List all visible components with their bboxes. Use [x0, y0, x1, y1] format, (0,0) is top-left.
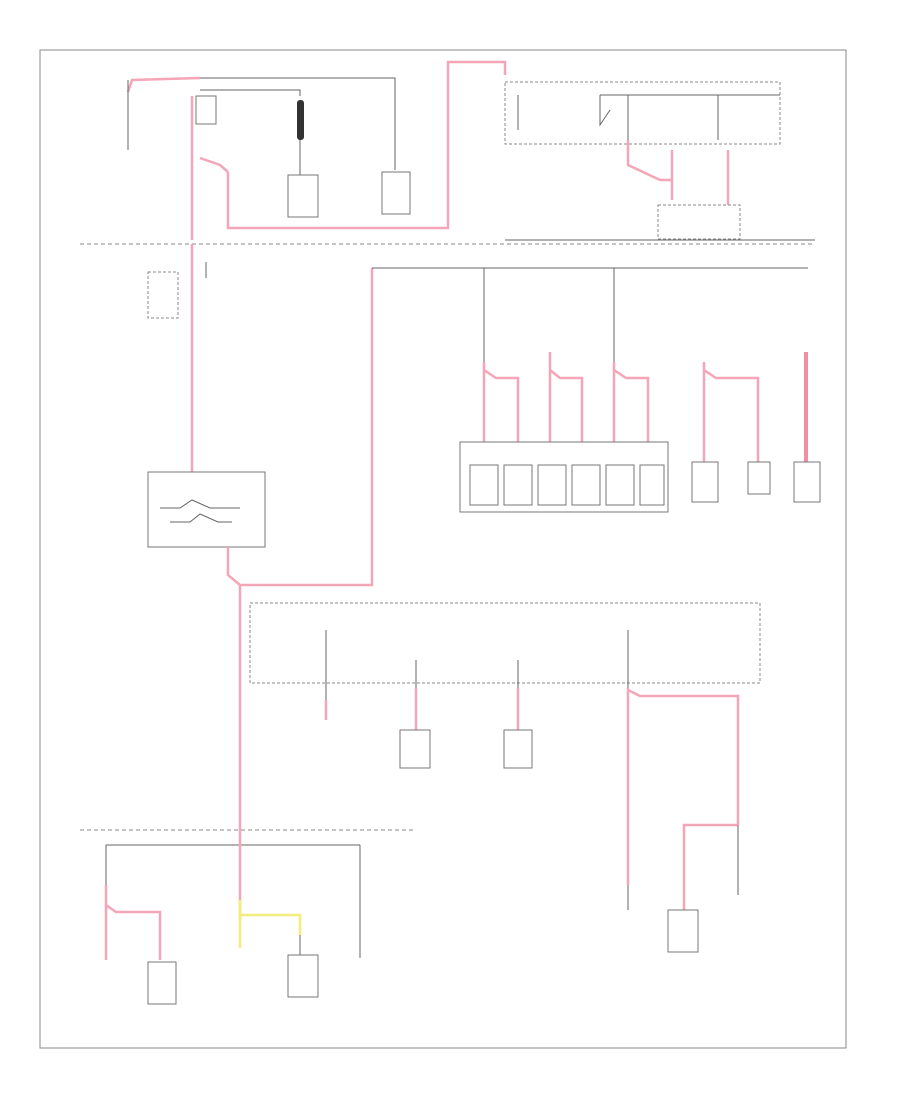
- lower-component-2: [287, 954, 319, 998]
- component-a: [691, 461, 719, 503]
- component-b: [747, 461, 771, 495]
- injector-4: [571, 464, 601, 506]
- ecm-connector-1: [399, 729, 431, 769]
- injector-6: [639, 464, 665, 506]
- relay-module-frame: [504, 81, 781, 145]
- injector-5: [605, 464, 635, 506]
- fuse-box-left: [147, 271, 179, 319]
- injector-1: [469, 464, 499, 506]
- underdash-fuse-block-frame: [249, 602, 761, 684]
- component-c: [793, 461, 821, 503]
- starter-box: [381, 171, 411, 215]
- relay-module-section: [504, 81, 815, 241]
- oxygen-sensor-1: [667, 909, 699, 953]
- underdash-fuse-block-section: [238, 585, 761, 885]
- fuel-injector-section: [459, 268, 821, 513]
- injector-2: [503, 464, 533, 506]
- relay-connector-box: [657, 204, 741, 240]
- ignition-feed-section: [147, 244, 808, 587]
- fusible-link: [297, 100, 304, 140]
- injector-3: [537, 464, 567, 506]
- lower-left-section: [104, 830, 361, 1005]
- ecm-connector-2: [503, 729, 533, 769]
- lower-component-1: [147, 961, 177, 1005]
- generator-box: [287, 174, 319, 218]
- diagram-frame: [39, 49, 847, 1049]
- ignition-switch-box: [147, 471, 266, 548]
- oxygen-sensor-section: [627, 823, 739, 953]
- battery-starter-section: [126, 60, 507, 240]
- starter-relay-box: [195, 95, 217, 125]
